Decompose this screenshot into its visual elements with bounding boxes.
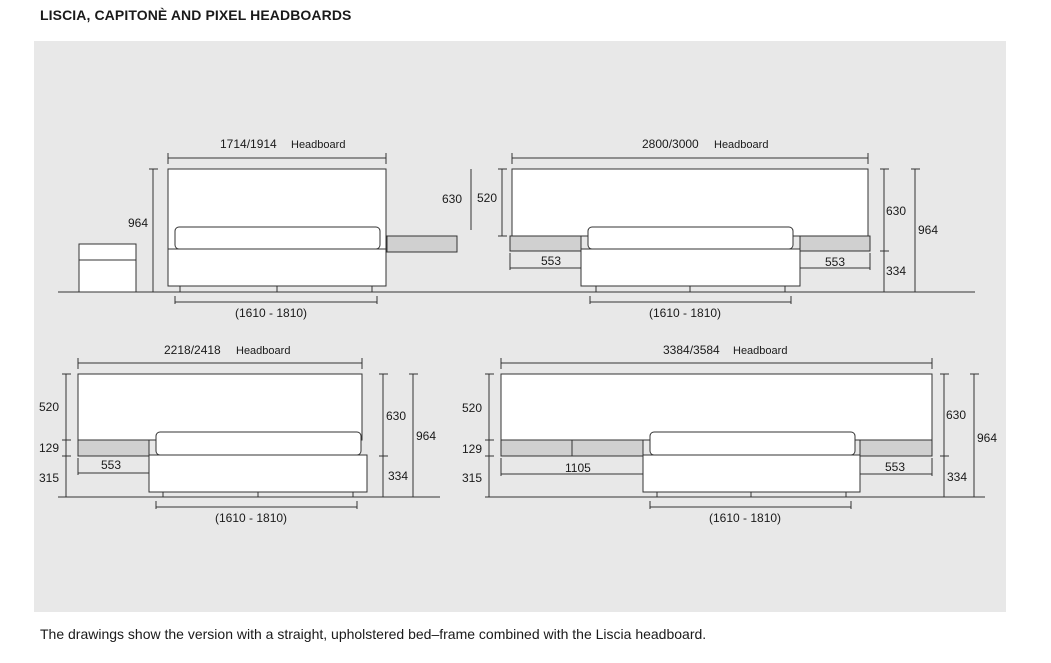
- left-panel-1: [500, 439, 573, 457]
- d2-headboard-label: Headboard: [714, 139, 768, 151]
- left-panel: [77, 439, 150, 457]
- mattress: [174, 226, 381, 250]
- bed-frame: [580, 248, 801, 287]
- right-panel: [799, 235, 871, 252]
- left-panel: [509, 235, 582, 252]
- drawing-2: 2800/3000 Headboard 553 553 630 964 334 …: [490, 137, 975, 320]
- d3-h630: 630: [386, 409, 406, 423]
- d3-h964: 964: [416, 429, 436, 443]
- d4-width: 3384/3584: [663, 343, 720, 357]
- d3-inner-width: (1610 - 1810): [215, 511, 287, 525]
- d4-w1105: 1105: [565, 461, 591, 475]
- d4-inner-width: (1610 - 1810): [709, 511, 781, 525]
- headboard: [500, 373, 933, 441]
- drawing-1: 1714/1914 Headboard 964 630 520 (1610 - …: [58, 137, 507, 320]
- d4-h129: 129: [462, 442, 482, 456]
- headboard: [511, 168, 869, 237]
- d2-left-553: 553: [541, 254, 561, 268]
- d2-h334: 334: [886, 264, 906, 278]
- d1-inner-width: (1610 - 1810): [235, 306, 307, 320]
- d2-h964: 964: [918, 223, 938, 237]
- d3-width: 2218/2418: [164, 343, 221, 357]
- d1-headboard-label: Headboard: [291, 139, 345, 151]
- drawing-panel: [34, 41, 1006, 612]
- d2-inner-width: (1610 - 1810): [649, 306, 721, 320]
- caption: The drawings show the version with a str…: [40, 626, 707, 642]
- d4-w553: 553: [885, 460, 905, 474]
- d2-right-553: 553: [825, 255, 845, 269]
- d1-h520: 520: [477, 191, 497, 205]
- bed-frame: [642, 454, 861, 493]
- d1-h630: 630: [442, 192, 462, 206]
- d3-h315: 315: [39, 471, 59, 485]
- d4-h334: 334: [947, 470, 967, 484]
- d4-h315: 315: [462, 471, 482, 485]
- nightstand: [78, 243, 137, 293]
- right-panel: [859, 439, 933, 457]
- bed-frame: [167, 248, 387, 287]
- left-panel-2: [571, 439, 644, 457]
- d1-h964: 964: [128, 216, 148, 230]
- page-title: LISCIA, CAPITONÈ AND PIXEL HEADBOARDS: [40, 7, 352, 23]
- d4-h964: 964: [977, 431, 997, 445]
- d3-h520: 520: [39, 400, 59, 414]
- d4-h630: 630: [946, 408, 966, 422]
- d2-width: 2800/3000: [642, 137, 699, 151]
- side-panel: [386, 235, 458, 253]
- mattress: [587, 226, 794, 250]
- bed-frame: [148, 454, 368, 493]
- d3-h129: 129: [39, 441, 59, 455]
- drawing-4: 3384/3584 Headboard 520 129 315 1105 553…: [462, 343, 997, 525]
- d3-h334: 334: [388, 469, 408, 483]
- d3-headboard-label: Headboard: [236, 345, 290, 357]
- mattress: [649, 431, 856, 456]
- drawing-3: 2218/2418 Headboard 520 129 315 553 630 …: [39, 343, 440, 525]
- headboard: [77, 373, 363, 441]
- d3-w553: 553: [101, 458, 121, 472]
- mattress: [155, 431, 362, 456]
- d4-h520: 520: [462, 401, 482, 415]
- d2-h630: 630: [886, 204, 906, 218]
- d4-headboard-label: Headboard: [733, 345, 787, 357]
- d1-width: 1714/1914: [220, 137, 277, 151]
